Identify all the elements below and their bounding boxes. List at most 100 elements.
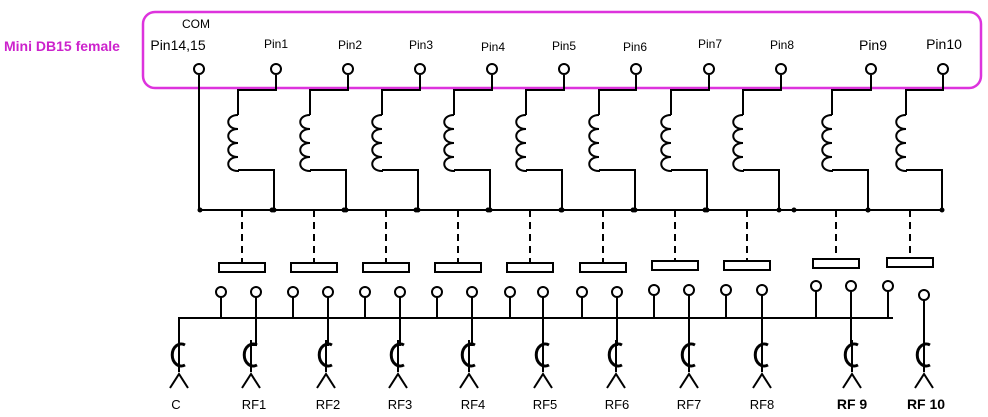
contact-output — [537, 286, 549, 298]
pin-wire — [237, 75, 277, 115]
pin-terminal — [414, 63, 426, 75]
pin-wire — [525, 75, 565, 115]
junction-dot — [341, 207, 347, 213]
rf-output-wire — [850, 291, 852, 346]
pin-terminal — [703, 63, 715, 75]
relay-coil — [660, 114, 672, 173]
contact-common — [882, 280, 894, 292]
relay-coil — [588, 114, 600, 173]
pin-label: Pin14,15 — [150, 37, 205, 53]
relay-coil — [895, 114, 907, 173]
junction-dot — [702, 207, 708, 213]
junction-dot — [413, 207, 419, 213]
relay-armature — [812, 258, 860, 269]
rf-connector-shield — [753, 342, 769, 368]
rf-connector-shield — [242, 342, 258, 368]
pin-wire — [670, 75, 710, 115]
pin-label: Pin1 — [264, 37, 288, 51]
rf-connector-ground — [169, 372, 189, 389]
coil-return-wire — [238, 169, 275, 210]
rf-connector-ground — [752, 372, 772, 389]
pin-terminal — [865, 63, 877, 75]
contact-output — [756, 284, 768, 296]
rf-label: RF7 — [677, 397, 702, 412]
coil-return-wire — [671, 169, 708, 210]
coil-return-wire — [743, 169, 780, 210]
rf-connector-shield — [607, 342, 623, 368]
pin-label: Pin4 — [481, 40, 505, 54]
pin-wire — [381, 75, 421, 115]
pin-wire — [905, 75, 944, 115]
relay-armature — [506, 262, 554, 273]
rf-label: RF3 — [388, 397, 413, 412]
contact-common — [287, 286, 299, 298]
rf-label: RF8 — [750, 397, 775, 412]
pin-terminal — [193, 63, 205, 75]
contact-common — [576, 286, 588, 298]
pin-label: Pin6 — [623, 40, 647, 54]
contact-output — [918, 289, 930, 301]
junction-dot — [558, 207, 564, 213]
relay-coil — [371, 114, 383, 173]
pin-wire — [309, 75, 349, 115]
coil-return-wire — [454, 169, 491, 210]
pin-wire — [598, 75, 637, 115]
rf-output-wire — [251, 297, 257, 346]
contact-common — [504, 286, 516, 298]
rf-output-wire — [398, 297, 401, 346]
relay-armature — [434, 262, 482, 273]
pin-terminal — [775, 63, 787, 75]
relay-armature — [723, 260, 771, 271]
pin-label: Pin8 — [770, 38, 794, 52]
junction-dot — [485, 207, 491, 213]
relay-armature — [218, 262, 266, 273]
pin-label: Pin9 — [859, 37, 887, 53]
contact-common — [720, 284, 732, 296]
pin-label: Pin3 — [409, 38, 433, 52]
relay-armature — [651, 260, 699, 271]
rf-common-wire — [178, 317, 893, 340]
relay-coil — [227, 114, 239, 173]
coil-return-wire — [526, 169, 563, 210]
relay-armature — [362, 262, 410, 273]
pin-terminal — [270, 63, 282, 75]
pin-label: Pin5 — [552, 39, 576, 53]
junction-dot — [939, 207, 945, 213]
rf-label: RF1 — [242, 397, 267, 412]
contact-common — [359, 286, 371, 298]
contact-output — [322, 286, 334, 298]
pin-wire — [831, 75, 872, 115]
coil-return-wire — [382, 169, 419, 210]
contact-common — [215, 286, 227, 298]
pin-terminal — [630, 63, 642, 75]
coil-return-wire — [906, 169, 943, 210]
rf-output-wire — [326, 297, 329, 346]
rf-label: RF 9 — [837, 396, 868, 412]
junction-dot — [865, 207, 871, 213]
contact-output — [250, 286, 262, 298]
junction-dot — [630, 207, 636, 213]
rf-connector-ground — [459, 372, 479, 389]
pin-wire — [453, 75, 493, 115]
rf-label: C — [171, 397, 180, 412]
rf-label: RF4 — [461, 397, 486, 412]
contact-output — [466, 286, 478, 298]
rf-connector-shield — [843, 342, 859, 368]
pin-wire — [742, 75, 782, 115]
pin-terminal — [558, 63, 570, 75]
pin-label: Pin7 — [698, 37, 722, 51]
contact-common — [810, 280, 822, 292]
rf-output-wire — [616, 297, 618, 346]
rf-connector-ground — [241, 372, 261, 389]
contact-output — [394, 286, 406, 298]
pin-terminal — [937, 63, 949, 75]
connector-label: Mini DB15 female — [4, 38, 120, 54]
rf-connector-ground — [606, 372, 626, 389]
rf-connector-ground — [533, 372, 553, 389]
contact-common — [648, 284, 660, 296]
coil-return-wire — [310, 169, 347, 210]
rf-connector-ground — [679, 372, 699, 389]
coil-return-wire — [832, 169, 869, 210]
junction-dot — [197, 207, 203, 213]
